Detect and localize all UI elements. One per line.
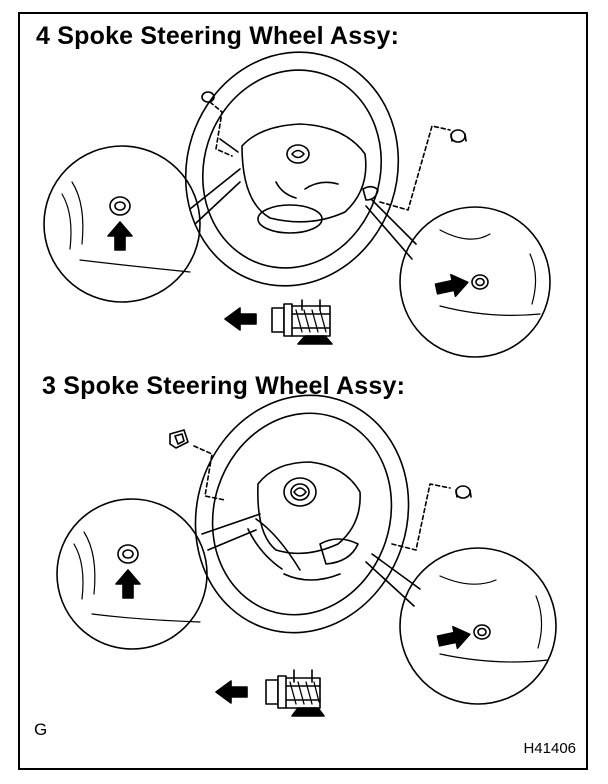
dashed-leader-lines-bottom — [193, 445, 451, 551]
clip-detail-bottom-icon — [265, 669, 325, 717]
diagram-artwork — [43, 51, 557, 717]
section-title-3-spoke: 3 Spoke Steering Wheel Assy: — [42, 372, 406, 400]
magnifier-circle-left-top — [43, 145, 201, 303]
leader-line — [365, 553, 421, 607]
magnifier-circle-right-bottom — [399, 547, 557, 705]
push-arrow-icon — [436, 625, 471, 650]
steering-wheel-4-spoke-icon — [184, 51, 400, 287]
steering-wheel-3-spoke-icon — [194, 394, 410, 634]
figure-code: H41406 — [523, 740, 576, 757]
leader-line — [365, 199, 417, 260]
magnifier-circle-right-top — [399, 206, 551, 358]
section-title-4-spoke: 4 Spoke Steering Wheel Assy: — [36, 22, 400, 50]
corner-letter: G — [34, 720, 48, 739]
nut-icon — [201, 91, 467, 143]
left-arrow-icon — [215, 680, 248, 704]
leader-line — [201, 513, 261, 551]
left-arrow-icon — [224, 307, 257, 331]
dashed-leader-lines-top — [209, 101, 451, 211]
push-arrow-icon — [434, 273, 469, 298]
magnifier-circle-left-bottom — [56, 498, 208, 650]
push-arrow-icon — [107, 221, 133, 251]
push-arrow-icon — [115, 569, 141, 599]
diagram-frame: 4 Spoke Steering Wheel Assy: 3 Spoke Ste… — [18, 12, 588, 770]
clip-detail-top-icon — [271, 299, 333, 345]
cover-icon — [169, 429, 472, 499]
leader-line — [189, 168, 241, 225]
